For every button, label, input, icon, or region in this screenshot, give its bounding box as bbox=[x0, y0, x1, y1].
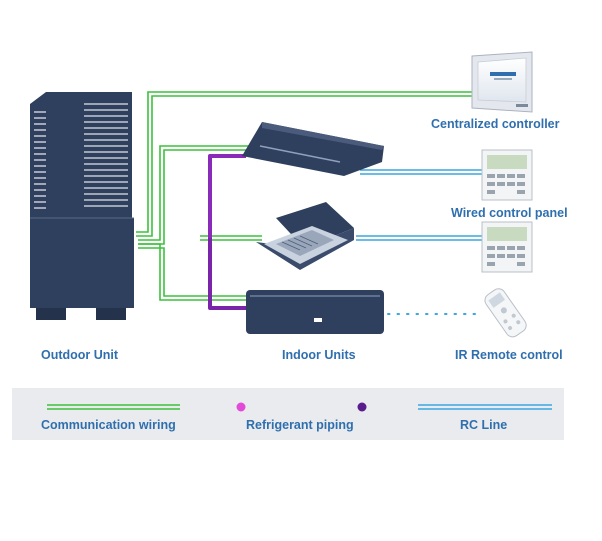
wall-mounted-indoor-unit-icon bbox=[246, 290, 384, 334]
label-centralized-controller: Centralized controller bbox=[431, 117, 560, 131]
label-indoor-units: Indoor Units bbox=[282, 348, 356, 362]
legend: Communication wiring Refrigerant piping … bbox=[12, 388, 564, 440]
legend-communication-label: Communication wiring bbox=[41, 418, 176, 432]
wired-control-panel-icon bbox=[481, 221, 533, 273]
ir-remote-icon bbox=[484, 288, 527, 338]
legend-refrigerant-swatch bbox=[236, 402, 367, 412]
ceiling-suspended-indoor-unit-icon bbox=[242, 122, 384, 176]
label-ir-remote-control: IR Remote control bbox=[455, 348, 563, 362]
rc-lines bbox=[356, 169, 482, 241]
refrigerant-piping bbox=[136, 154, 262, 310]
communication-wiring bbox=[136, 91, 474, 301]
label-wired-control-panel: Wired control panel bbox=[451, 206, 568, 220]
legend-rc-line-label: RC Line bbox=[460, 418, 508, 432]
legend-swatches bbox=[47, 402, 552, 412]
cassette-indoor-unit-icon bbox=[256, 202, 354, 270]
touchscreen-controller-icon bbox=[471, 51, 533, 113]
wired-control-panel-icon bbox=[481, 149, 533, 201]
legend-refrigerant-label: Refrigerant piping bbox=[246, 418, 354, 432]
legend-communication-swatch bbox=[47, 404, 180, 410]
label-outdoor-unit: Outdoor Unit bbox=[41, 348, 119, 362]
legend-rc-line-swatch bbox=[418, 404, 552, 410]
outdoor-condenser-icon bbox=[30, 92, 134, 320]
